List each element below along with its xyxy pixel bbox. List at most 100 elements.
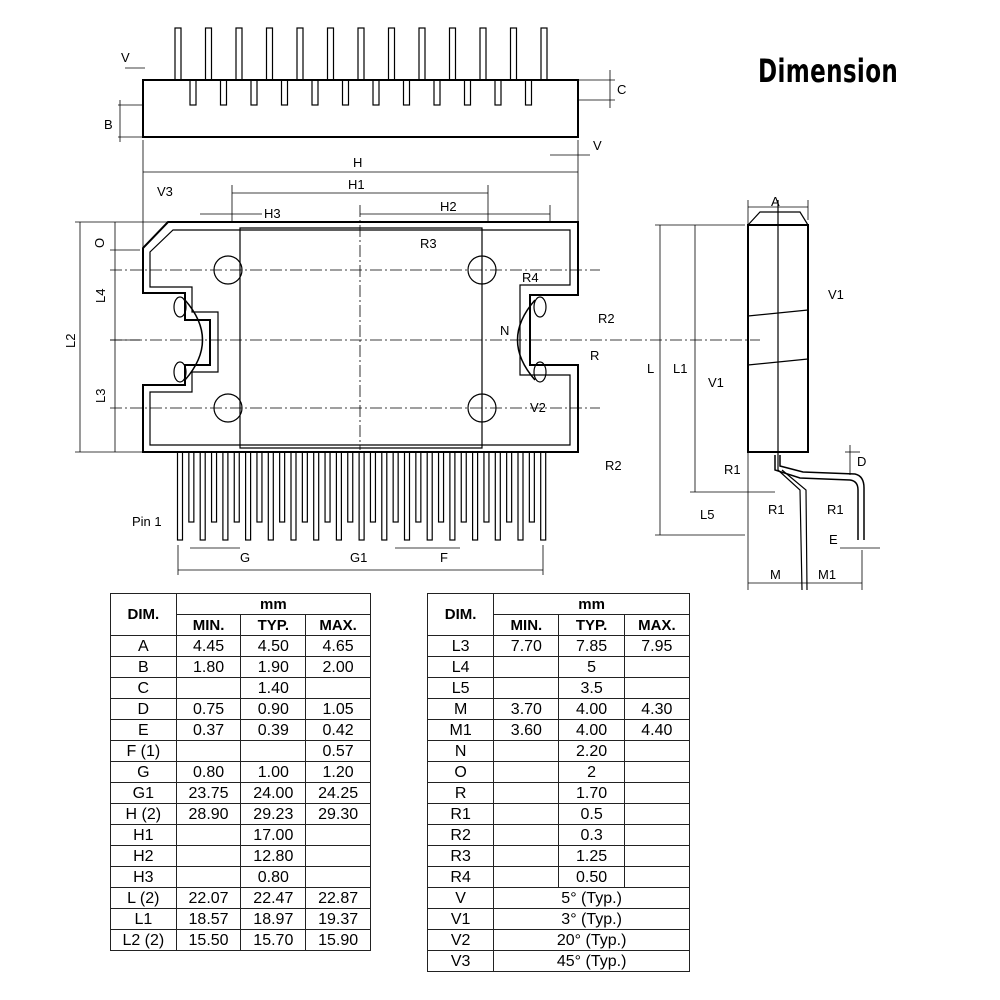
- pin: [483, 451, 490, 523]
- cell-dim: G1: [110, 782, 177, 804]
- cell-dim: D: [110, 698, 177, 720]
- header-unit: mm: [175, 593, 372, 615]
- header-unit: mm: [493, 593, 690, 615]
- pin: [494, 79, 502, 106]
- pin: [219, 79, 228, 106]
- cell-max: [623, 803, 691, 825]
- cell-dim: H3: [110, 866, 177, 888]
- label-o: O: [92, 238, 107, 248]
- cell-dim: H (2): [110, 803, 177, 825]
- pin: [403, 451, 411, 541]
- pin: [402, 79, 411, 106]
- cell-max: [305, 824, 371, 846]
- cell-max: 24.25: [305, 782, 371, 804]
- cell-typ: 4.50: [240, 635, 307, 657]
- cell-min: [493, 803, 560, 825]
- pin: [433, 79, 441, 106]
- cell-min: 22.07: [175, 887, 242, 909]
- cell-dim: R3: [426, 845, 495, 867]
- pin: [199, 451, 206, 541]
- header-max: MAX.: [623, 614, 691, 636]
- cell-typ: [240, 740, 307, 762]
- cell-typ: 2: [558, 761, 625, 783]
- label-r2-2: R2: [605, 458, 622, 473]
- pin: [528, 451, 535, 523]
- label-r3: R3: [420, 236, 437, 251]
- pin: [204, 27, 213, 81]
- pin: [387, 27, 396, 81]
- cell-max: [623, 824, 691, 846]
- cell-min: 0.75: [175, 698, 242, 720]
- pin: [233, 451, 240, 523]
- pin: [524, 79, 533, 106]
- header-typ: TYP.: [558, 614, 625, 636]
- pin: [426, 451, 433, 541]
- pin: [460, 451, 467, 523]
- cell-dim: C: [110, 677, 177, 699]
- label-v3: V3: [157, 184, 173, 199]
- cell-min: [175, 845, 242, 867]
- label-m: M: [770, 567, 781, 582]
- cell-max: 15.90: [305, 929, 371, 951]
- header-dim: DIM.: [426, 593, 495, 636]
- label-g: G: [240, 550, 250, 565]
- cell-max: [305, 845, 371, 867]
- label-d: D: [857, 454, 866, 469]
- pin: [222, 451, 229, 541]
- cell-dim: L3: [426, 635, 495, 657]
- cell-typ: 17.00: [240, 824, 307, 846]
- label-c: C: [617, 82, 626, 97]
- cell-min: 7.70: [493, 635, 560, 657]
- cell-max: 1.05: [305, 698, 371, 720]
- cell-max: 4.30: [623, 698, 691, 720]
- cell-dim: G: [110, 761, 177, 783]
- label-l1: L1: [673, 361, 687, 376]
- pin: [517, 451, 524, 541]
- cell-typ: 1.70: [558, 782, 625, 804]
- cell-typ: 2.20: [558, 740, 625, 762]
- pin: [463, 79, 472, 106]
- pin: [280, 79, 289, 106]
- cell-min: [493, 740, 560, 762]
- label-r: R: [590, 348, 599, 363]
- cell-max: [305, 866, 371, 888]
- cell-max: 2.00: [305, 656, 371, 678]
- cell-dim: N: [426, 740, 495, 762]
- pin: [415, 451, 422, 523]
- header-min: MIN.: [493, 614, 560, 636]
- cell-min: [175, 866, 242, 888]
- pin: [290, 451, 297, 541]
- pin: [326, 27, 335, 81]
- cell-min: [493, 677, 560, 699]
- pin: [509, 27, 518, 81]
- pin: [313, 451, 320, 541]
- cell-typ: 1.90: [240, 656, 307, 678]
- cell-min: [493, 782, 560, 804]
- cell-min: [175, 824, 242, 846]
- cell-typ: 22.47: [240, 887, 307, 909]
- cell-typ: 1.00: [240, 761, 307, 783]
- pin: [418, 27, 426, 81]
- page-title: Dimension: [758, 52, 899, 90]
- front-view: [110, 221, 760, 541]
- cell-value: 3° (Typ.): [493, 908, 690, 930]
- pin: [279, 451, 286, 523]
- label-r1: R1: [724, 462, 741, 477]
- header-typ: TYP.: [240, 614, 307, 636]
- cell-typ: 4.00: [558, 719, 625, 741]
- pin: [494, 451, 501, 541]
- label-l: L: [647, 361, 654, 376]
- pin: [235, 27, 243, 81]
